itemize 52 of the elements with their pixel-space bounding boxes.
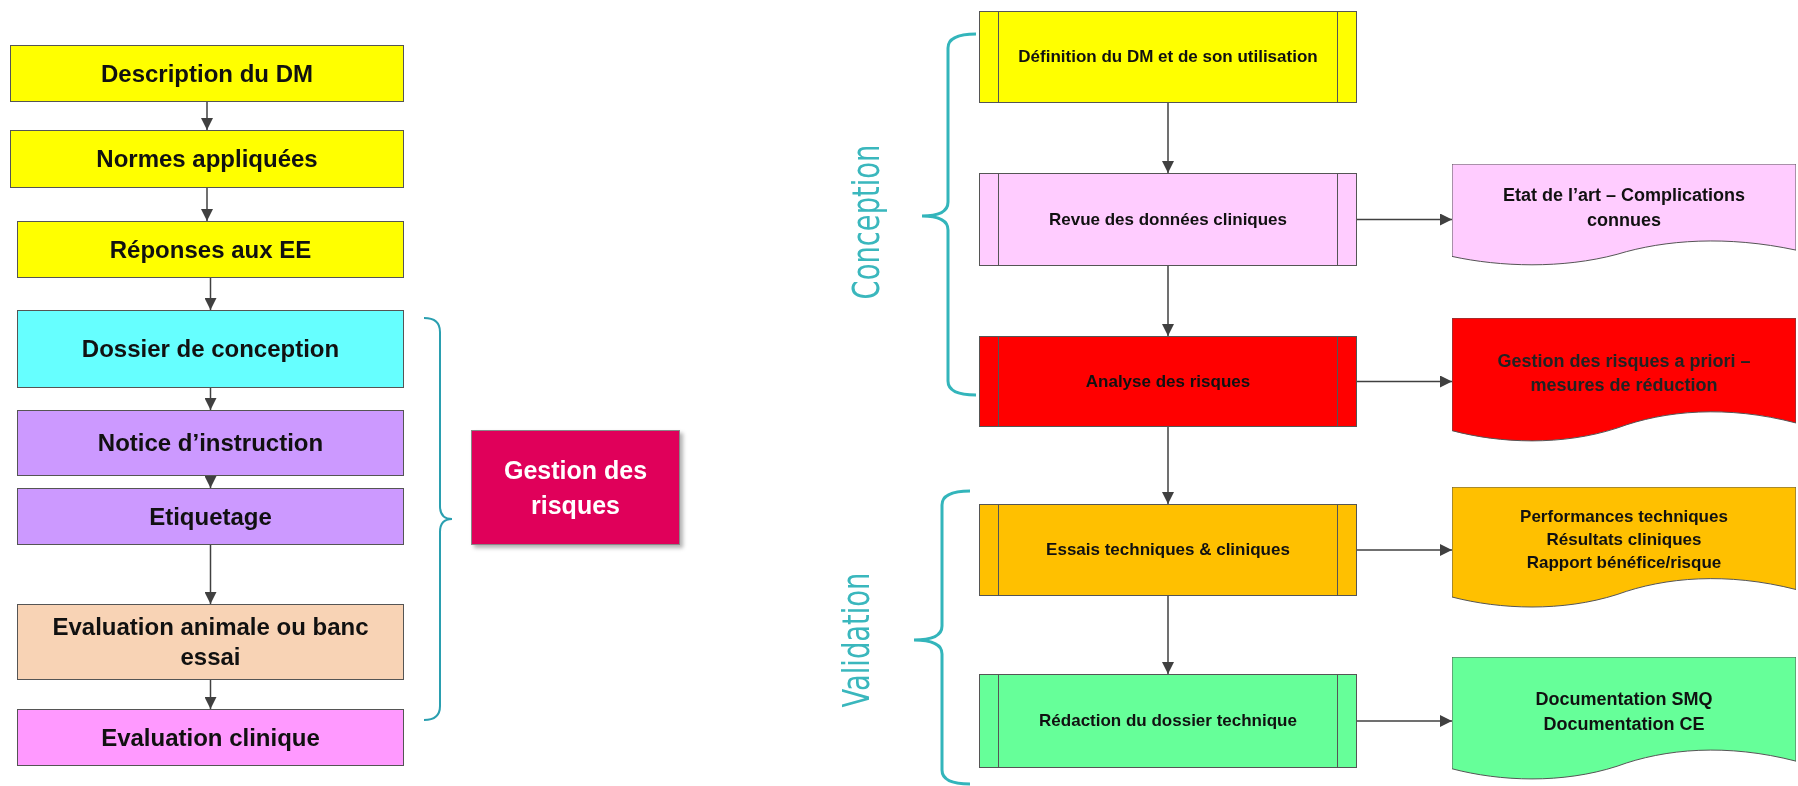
node-text: Etiquetage <box>149 501 272 532</box>
risk-management-box <box>471 430 680 545</box>
arrow <box>201 187 213 222</box>
predefined-process-box <box>979 173 1357 266</box>
node-text: Réponses aux EE <box>109 234 312 265</box>
predefined-process-box <box>979 336 1357 427</box>
node-text: Evaluation animale ou banc essai <box>51 612 370 672</box>
node-text: Evaluation clinique <box>101 722 320 753</box>
node-text: Analyse des risques <box>1085 370 1251 393</box>
process-box <box>17 410 404 476</box>
arrow <box>201 101 213 131</box>
predefined-process-box <box>979 504 1357 596</box>
node-text: Documentation SMQ <box>1535 688 1713 712</box>
node-text: Gestion des risques a priori – mesures de réduction <box>1496 349 1752 397</box>
process-box <box>17 221 404 278</box>
node-text: Description du DM <box>101 58 313 89</box>
node-text: Performances techniques <box>1520 506 1728 529</box>
arrow <box>204 475 217 489</box>
node-text: Résultats cliniques <box>1545 529 1703 552</box>
predefined-process-box <box>979 674 1357 768</box>
arrow <box>1356 544 1453 556</box>
arrow <box>1356 213 1453 226</box>
process-box <box>10 45 404 102</box>
arrow <box>1162 595 1174 675</box>
node-text: Essais techniques & cliniques <box>1046 539 1290 562</box>
node-text: Rédaction du dossier technique <box>1039 710 1297 733</box>
node-text: Normes appliquées <box>96 144 318 174</box>
process-box <box>17 488 404 545</box>
process-box <box>17 709 404 766</box>
arrow <box>204 544 217 605</box>
arrow <box>1162 426 1174 505</box>
arrow <box>204 679 217 710</box>
node-text: Rapport bénéfice/risque <box>1525 551 1723 574</box>
process-box <box>17 310 404 388</box>
process-box <box>10 130 404 188</box>
arrow <box>1162 265 1174 337</box>
arrow <box>204 387 217 411</box>
phase-label: Conception <box>847 144 885 300</box>
arrow <box>1356 375 1453 388</box>
node-text: Dossier de conception <box>81 334 340 364</box>
process-box <box>17 604 404 680</box>
node-text: Gestion des risques <box>502 454 649 521</box>
node-text: Documentation CE <box>1542 712 1706 736</box>
predefined-process-box <box>979 11 1357 103</box>
arrow <box>204 277 217 311</box>
node-text: Définition du DM et de son utilisation <box>1018 46 1318 69</box>
arrow <box>1162 102 1174 174</box>
phase-label: Validation <box>837 572 875 708</box>
arrow <box>1356 715 1453 727</box>
node-text: Revue des données cliniques <box>1048 208 1288 231</box>
node-text: Etat de l’art – Complications connues <box>1501 184 1747 232</box>
node-text: Notice d’instruction <box>97 428 324 458</box>
